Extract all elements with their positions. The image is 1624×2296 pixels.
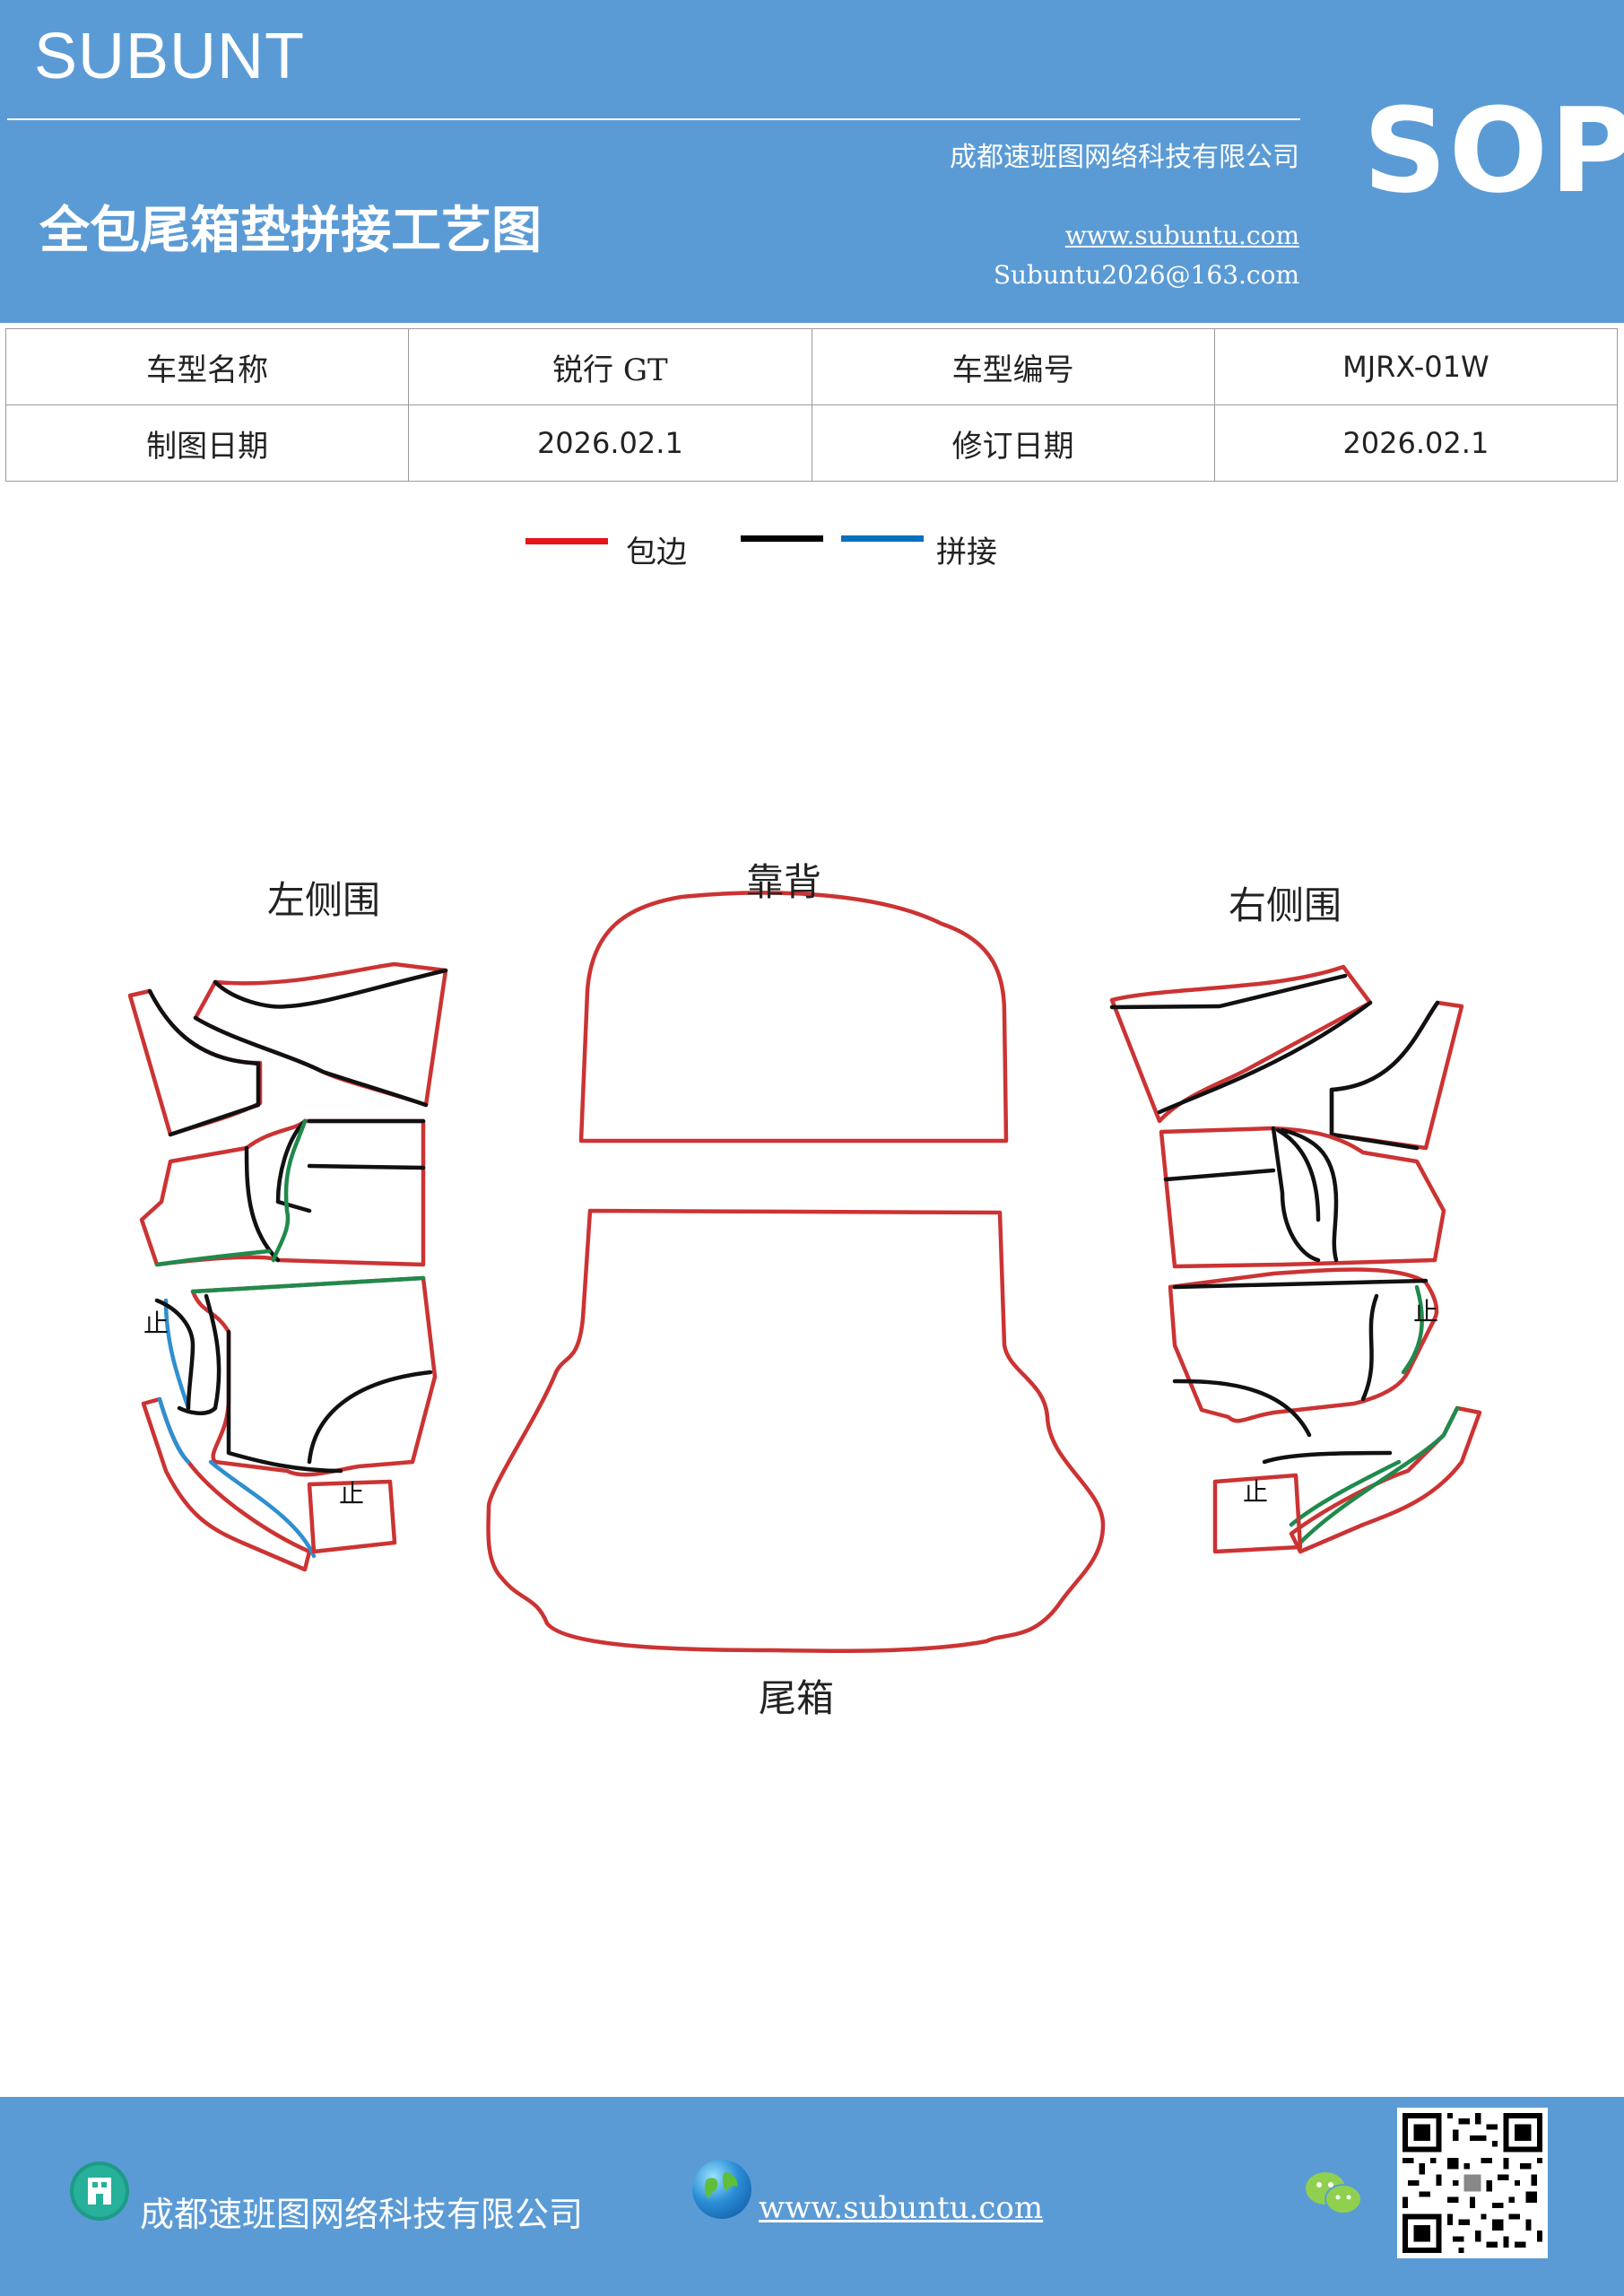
header-website-link[interactable]: www.subuntu.com bbox=[1064, 221, 1299, 250]
footer-website-link[interactable]: www.subuntu.com bbox=[759, 2190, 1044, 2226]
building-icon bbox=[70, 2161, 129, 2221]
legend-swatch-blue bbox=[841, 535, 924, 542]
right-mid-seam bbox=[1163, 1126, 1339, 1263]
right-foot-panel bbox=[1212, 1473, 1303, 1554]
header-email: Subuntu2026@163.com bbox=[993, 260, 1299, 290]
left-bottom-splice bbox=[157, 1298, 317, 1559]
table-cell: 制图日期 bbox=[4, 404, 410, 482]
left-lower-panel bbox=[190, 1275, 438, 1477]
table-cell: 锐行 GT bbox=[408, 328, 812, 405]
header-divider bbox=[7, 118, 1300, 120]
left-small-seam bbox=[154, 1298, 195, 1411]
left-side-label: 左侧围 bbox=[267, 878, 380, 922]
header-banner: SUBUNT 成都速班图网络科技有限公司 全包尾箱垫拼接工艺图 www.subu… bbox=[0, 0, 1624, 323]
left-lower-top-splice bbox=[190, 1275, 426, 1294]
trunk-label: 尾箱 bbox=[759, 1676, 834, 1720]
right-side-label: 右侧围 bbox=[1229, 883, 1342, 927]
right-upper-seam bbox=[1329, 1000, 1440, 1151]
footer-banner: 成都速班图网络科技有限公司 www.subuntu.com bbox=[0, 2097, 1624, 2296]
left-foot-panel bbox=[307, 1479, 397, 1554]
right-lower-panel bbox=[1168, 1267, 1439, 1423]
legend-swatch-red bbox=[525, 538, 608, 544]
table-cell: 修订日期 bbox=[811, 404, 1215, 482]
sop-badge: SOP bbox=[1363, 83, 1624, 219]
table-cell: 2026.02.1 bbox=[408, 404, 812, 482]
right-lower-seam bbox=[1172, 1278, 1429, 1465]
legend-label-edge: 包边 bbox=[626, 535, 687, 570]
legend-label-splice: 拼接 bbox=[936, 535, 997, 570]
brand-name: SUBUNT bbox=[34, 21, 306, 92]
table-cell: 车型编号 bbox=[811, 328, 1215, 405]
stop-mark: 止 bbox=[339, 1479, 364, 1509]
legend-swatch-black bbox=[741, 535, 823, 542]
footer-company: 成都速班图网络科技有限公司 bbox=[140, 2195, 584, 2234]
stop-mark: 止 bbox=[143, 1309, 169, 1338]
right-upper-outer bbox=[1329, 1000, 1464, 1151]
left-upper-seam bbox=[147, 988, 261, 1137]
info-table: 车型名称 锐行 GT 车型编号 MJRX-01W 制图日期 2026.02.1 … bbox=[4, 328, 1619, 482]
header-company: 成都速班图网络科技有限公司 bbox=[950, 142, 1299, 173]
stop-mark: 止 bbox=[1413, 1297, 1438, 1326]
globe-icon bbox=[692, 2160, 751, 2219]
table-cell: 车型名称 bbox=[4, 328, 410, 405]
right-mid-panel bbox=[1159, 1126, 1446, 1269]
left-mid-splice bbox=[154, 1118, 308, 1267]
right-bottom-splice bbox=[1289, 1405, 1460, 1545]
stop-mark: 止 bbox=[1243, 1477, 1268, 1507]
trunk-panel bbox=[486, 1208, 1106, 1654]
wechat-icon bbox=[1302, 2167, 1365, 2221]
qr-code[interactable] bbox=[1397, 2108, 1548, 2258]
left-mid-seam bbox=[244, 1118, 426, 1263]
table-row: 车型名称 锐行 GT 车型编号 MJRX-01W bbox=[4, 328, 1619, 405]
backrest-panel bbox=[578, 891, 1009, 1144]
table-cell: 2026.02.1 bbox=[1213, 404, 1619, 482]
right-bottom-panel bbox=[1289, 1405, 1482, 1554]
page-title: 全包尾箱垫拼接工艺图 bbox=[39, 201, 542, 260]
backrest-label: 靠背 bbox=[746, 860, 821, 904]
table-row: 制图日期 2026.02.1 修订日期 2026.02.1 bbox=[4, 404, 1619, 482]
left-top-seam bbox=[193, 968, 448, 1108]
right-lower-splice bbox=[1401, 1284, 1424, 1375]
table-cell: MJRX-01W bbox=[1213, 328, 1619, 405]
left-lower-seam bbox=[177, 1293, 433, 1474]
right-top-seam bbox=[1109, 973, 1373, 1115]
legend: 包边 拼接 bbox=[0, 520, 1624, 574]
pattern-diagram: 左侧围 靠背 右侧围 尾箱 止 止 止 止 bbox=[0, 843, 1624, 1740]
pattern-svg: 左侧围 靠背 右侧围 尾箱 止 止 止 止 bbox=[127, 860, 1482, 1720]
